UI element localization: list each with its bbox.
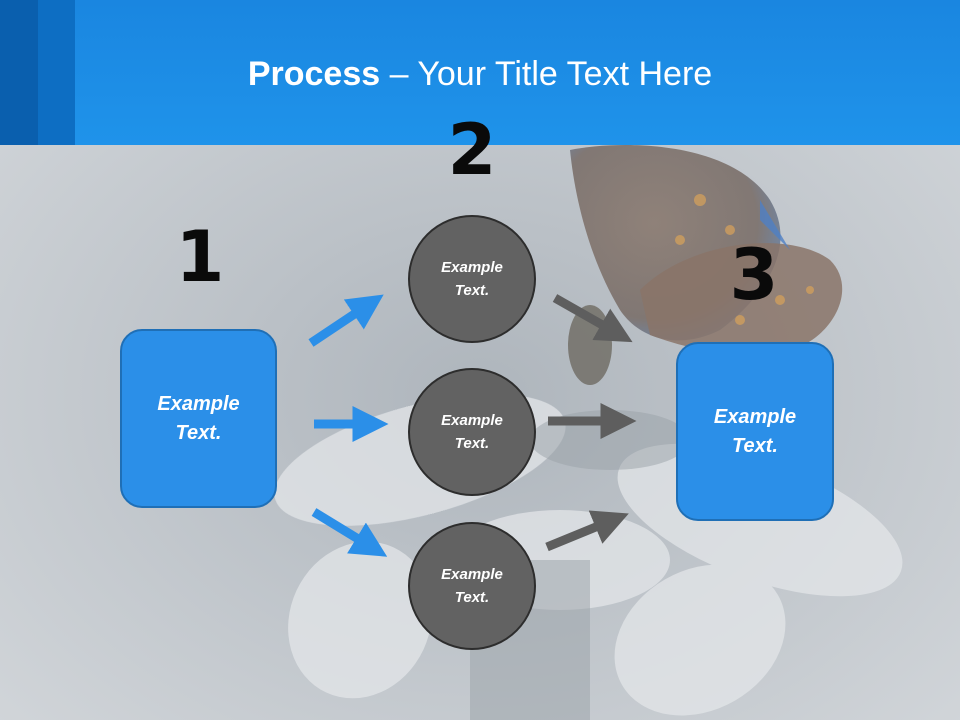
circle-top-text: Example Text. xyxy=(441,259,503,299)
step-number-1: 1 xyxy=(175,216,225,298)
slide-title: Process – Your Title Text Here xyxy=(0,52,960,96)
arrow-bottom-to-3 xyxy=(545,510,629,552)
step-3-box: Example Text. xyxy=(676,342,834,521)
title-rest: – Your Title Text Here xyxy=(380,55,713,93)
title-bar-stripe xyxy=(0,0,38,145)
step-1-box: Example Text. xyxy=(120,329,277,508)
step-2-circle-top: Example Text. xyxy=(408,215,536,343)
step-1-text: Example Text. xyxy=(157,392,240,444)
arrow-1-to-bottom xyxy=(311,508,388,557)
circle-middle-text: Example Text. xyxy=(441,412,503,452)
arrow-1-to-top xyxy=(308,294,384,347)
step-2-circle-bottom: Example Text. xyxy=(408,522,536,650)
step-number-2: 2 xyxy=(447,109,497,191)
title-bold: Process xyxy=(247,55,381,93)
step-2-circle-middle: Example Text. xyxy=(408,368,536,496)
step-number-3: 3 xyxy=(729,234,779,316)
arrow-top-to-3 xyxy=(552,294,633,343)
step-3-text: Example Text. xyxy=(713,405,797,457)
circle-bottom-text: Example Text. xyxy=(441,566,503,606)
title-bar xyxy=(0,0,960,145)
